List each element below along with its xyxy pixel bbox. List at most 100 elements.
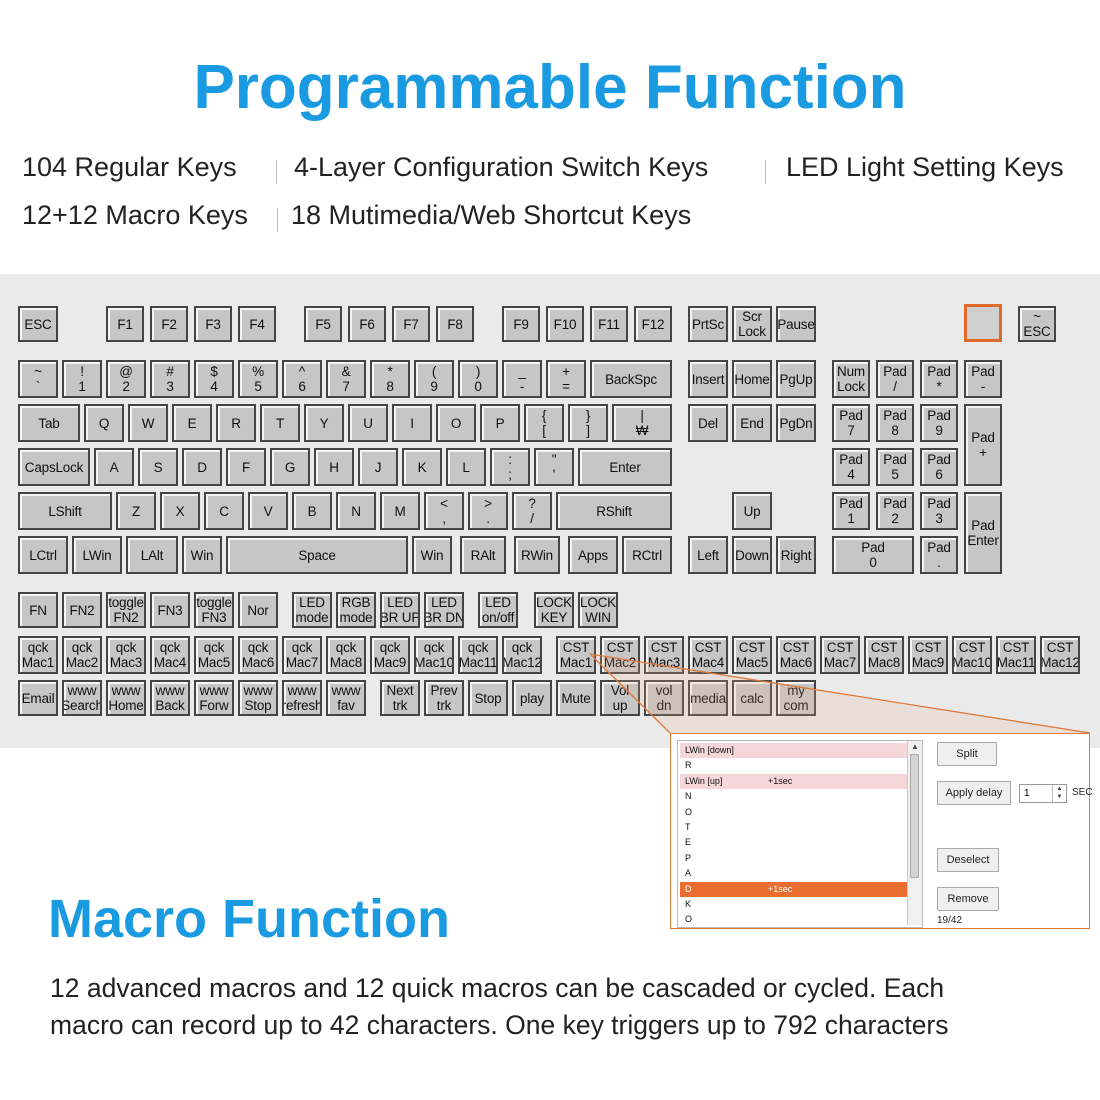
key---[interactable]: _ - (502, 360, 542, 398)
key-lctrl[interactable]: LCtrl (18, 536, 68, 574)
key--6[interactable]: ^ 6 (282, 360, 322, 398)
key-f7[interactable]: F7 (392, 306, 430, 342)
scroll-thumb[interactable] (910, 754, 919, 878)
key--9[interactable]: ( 9 (414, 360, 454, 398)
remove-button[interactable]: Remove (937, 887, 999, 911)
key-fn3[interactable]: FN3 (150, 592, 190, 628)
key-my-com[interactable]: my com (776, 680, 816, 716)
key--[interactable]: : ; (490, 448, 530, 486)
key--3[interactable]: # 3 (150, 360, 190, 398)
key--[interactable]: { [ (524, 404, 564, 442)
key--[interactable]: ~ ` (18, 360, 58, 398)
key-home[interactable]: Home (732, 360, 772, 398)
key-www-stop[interactable]: www Stop (238, 680, 278, 716)
macro-step-row[interactable]: LWin [up]+1sec (680, 773, 918, 789)
key-lalt[interactable]: LAlt (126, 536, 178, 574)
key--1[interactable]: ! 1 (62, 360, 102, 398)
key-f11[interactable]: F11 (590, 306, 628, 342)
key-cst-mac5[interactable]: CST Mac5 (732, 636, 772, 674)
macro-step-row[interactable]: T (680, 820, 918, 835)
key-s[interactable]: S (138, 448, 178, 486)
key-www-search[interactable]: www Search (62, 680, 102, 716)
macro-step-row[interactable]: K (680, 897, 918, 912)
key-end[interactable]: End (732, 404, 772, 442)
key-fn2[interactable]: FN2 (62, 592, 102, 628)
key-o[interactable]: O (436, 404, 476, 442)
key-pad-1[interactable]: Pad 1 (832, 492, 870, 530)
key-space[interactable]: Space (226, 536, 408, 574)
key-e[interactable]: E (172, 404, 212, 442)
key-email[interactable]: Email (18, 680, 58, 716)
key-f1[interactable]: F1 (106, 306, 144, 342)
key-pad-[interactable]: Pad / (876, 360, 914, 398)
key-del[interactable]: Del (688, 404, 728, 442)
macro-step-row[interactable]: E (680, 835, 918, 850)
key-vol-dn[interactable]: vol dn (644, 680, 684, 716)
key-rshift[interactable]: RShift (556, 492, 672, 530)
split-button[interactable]: Split (937, 742, 997, 766)
macro-step-row[interactable]: O (680, 805, 918, 820)
key-pad--[interactable]: Pad - (964, 360, 1002, 398)
key-pause[interactable]: Pause (776, 306, 816, 342)
key-prtsc[interactable]: PrtSc (688, 306, 728, 342)
key-right[interactable]: Right (776, 536, 816, 574)
key-up[interactable]: Up (732, 492, 772, 530)
key-calc[interactable]: calc (732, 680, 772, 716)
key-pad-[interactable]: Pad * (920, 360, 958, 398)
key-vol-up[interactable]: Vol up (600, 680, 640, 716)
macro-step-row[interactable]: O (680, 912, 918, 927)
key-pad-5[interactable]: Pad 5 (876, 448, 914, 486)
key-play[interactable]: play (512, 680, 552, 716)
key-pad-2[interactable]: Pad 2 (876, 492, 914, 530)
key-pad-4[interactable]: Pad 4 (832, 448, 870, 486)
key-selected-empty[interactable] (964, 304, 1002, 342)
key-qck-mac9[interactable]: qck Mac9 (370, 636, 410, 674)
key-esc[interactable]: ESC (18, 306, 58, 342)
key-f12[interactable]: F12 (634, 306, 672, 342)
key-rwin[interactable]: RWin (514, 536, 560, 574)
key--[interactable]: ? / (512, 492, 552, 530)
key-next-trk[interactable]: Next trk (380, 680, 420, 716)
scroll-up-icon[interactable]: ▲ (911, 742, 919, 751)
key-cst-mac12[interactable]: CST Mac12 (1040, 636, 1080, 674)
key-q[interactable]: Q (84, 404, 124, 442)
key-qck-mac8[interactable]: qck Mac8 (326, 636, 366, 674)
key-www-forw[interactable]: www Forw (194, 680, 234, 716)
key-lwin[interactable]: LWin (72, 536, 122, 574)
key-b[interactable]: B (292, 492, 332, 530)
key-pgdn[interactable]: PgDn (776, 404, 816, 442)
key-insert[interactable]: Insert (688, 360, 728, 398)
key--7[interactable]: & 7 (326, 360, 366, 398)
key--4[interactable]: $ 4 (194, 360, 234, 398)
key-cst-mac7[interactable]: CST Mac7 (820, 636, 860, 674)
key-left[interactable]: Left (688, 536, 728, 574)
key-u[interactable]: U (348, 404, 388, 442)
key-ralt[interactable]: RAlt (460, 536, 506, 574)
key-down[interactable]: Down (732, 536, 772, 574)
key-pad-[interactable]: Pad + (964, 404, 1002, 486)
key-cst-mac4[interactable]: CST Mac4 (688, 636, 728, 674)
key-l[interactable]: L (446, 448, 486, 486)
key-pad-0[interactable]: Pad 0 (832, 536, 914, 574)
key-t[interactable]: T (260, 404, 300, 442)
key-w[interactable]: W (128, 404, 168, 442)
key-toggle-fn3[interactable]: toggle FN3 (194, 592, 234, 628)
key-d[interactable]: D (182, 448, 222, 486)
key-f6[interactable]: F6 (348, 306, 386, 342)
key-www-fav[interactable]: www fav (326, 680, 366, 716)
key-scr-lock[interactable]: Scr Lock (732, 306, 772, 342)
key-nor[interactable]: Nor (238, 592, 278, 628)
key-f3[interactable]: F3 (194, 306, 232, 342)
key-qck-mac11[interactable]: qck Mac11 (458, 636, 498, 674)
key-mute[interactable]: Mute (556, 680, 596, 716)
key-cst-mac11[interactable]: CST Mac11 (996, 636, 1036, 674)
key-led-br-dn[interactable]: LED BR DN (424, 592, 464, 628)
macro-step-row[interactable]: P (680, 851, 918, 866)
macro-step-row[interactable]: LWin [down] (680, 743, 918, 758)
key-qck-mac6[interactable]: qck Mac6 (238, 636, 278, 674)
key-lock-key[interactable]: LOCK KEY (534, 592, 574, 628)
key-apps[interactable]: Apps (568, 536, 618, 574)
key-qck-mac1[interactable]: qck Mac1 (18, 636, 58, 674)
key-www-home[interactable]: www Home (106, 680, 146, 716)
key-pad-[interactable]: Pad . (920, 536, 958, 574)
